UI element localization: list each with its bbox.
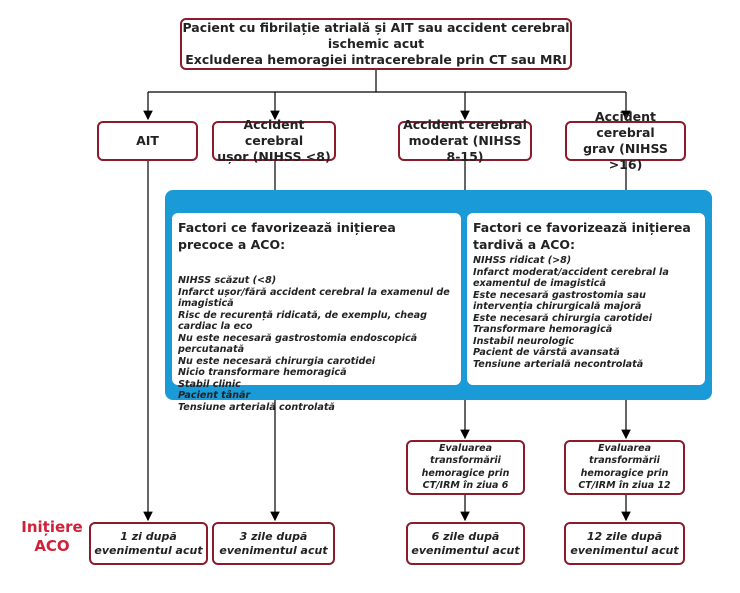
- factor-item: Nu este necesară chirurgia carotidei: [178, 355, 376, 367]
- outcome-line: evenimentul acut: [570, 543, 679, 557]
- factor-item: Risc de recurență ridicată, de exemplu, …: [178, 309, 427, 333]
- patient-box: Pacient cu fibrilație atrială și AIT sau…: [180, 18, 572, 70]
- outcome-line: 12 zile după: [586, 529, 663, 543]
- category-sublabel: ușor (NIHSS <8): [217, 149, 331, 164]
- factor-item: Nu este necesară gastrostomia endoscopic…: [178, 332, 418, 356]
- factor-item: Infarct ușor/fără accident cerebral la e…: [178, 286, 450, 310]
- factor-item: Nicio transformare hemoragică: [178, 367, 347, 378]
- late-factors-box: Factori ce favorizează inițierea tardivă…: [467, 213, 705, 385]
- category-label: Accident cerebral: [403, 117, 527, 132]
- factor-item: Infarct moderat/accident cerebral la exa…: [473, 266, 669, 290]
- factor-item: Transformare hemoragică: [473, 324, 613, 335]
- outcome-line: 1 zi după: [120, 529, 177, 543]
- category-sublabel: grav (NIHSS >16): [583, 141, 668, 172]
- factor-item: Este necesară chirurgia carotidei: [473, 312, 653, 324]
- outcome-line: 6 zile după: [431, 529, 500, 543]
- factor-item: Pacient tânăr: [178, 390, 251, 401]
- outcome-line: evenimentul acut: [94, 543, 203, 557]
- eval-line: Evaluarea transformării: [430, 442, 501, 467]
- patient-line1: Pacient cu fibrilație atrială și AIT sau…: [182, 20, 570, 51]
- factor-item: Stabil clinic: [178, 378, 241, 390]
- factor-item: Este necesară gastrostomia sau intervenț…: [473, 289, 646, 313]
- category-sublabel: moderat (NIHSS 8-15): [408, 133, 522, 164]
- category-ait: AIT: [97, 121, 198, 161]
- late-factors-list: NIHSS ridicat (>8)Infarct moderat/accide…: [473, 255, 699, 370]
- factor-item: Tensiune arterială necontrolată: [473, 358, 644, 370]
- eval-line: Evaluarea transformării: [589, 442, 660, 467]
- patient-line2: Excluderea hemoragiei intracerebrale pri…: [185, 52, 567, 67]
- eval-line: CT/IRM în ziua 6: [422, 480, 509, 491]
- factor-item: NIHSS ridicat (>8): [473, 255, 572, 266]
- category-label: AIT: [136, 133, 159, 148]
- outcome-line: 3 zile după: [239, 529, 308, 543]
- outcome-line: evenimentul acut: [411, 543, 520, 557]
- category-label: Accident cerebral: [243, 117, 305, 148]
- category-label: Accident cerebral: [594, 109, 657, 140]
- early-factors-box: Factori ce favorizează inițierea precoce…: [172, 213, 461, 413]
- factor-item: NIHSS scăzut (<8): [178, 275, 277, 286]
- outcome-line: evenimentul acut: [219, 543, 328, 557]
- factor-item: Tensiune arterială controlată: [178, 401, 335, 413]
- initiation-line2: ACO: [34, 537, 70, 555]
- early-factors-list: NIHSS scăzut (<8)Infarct ușor/fără accid…: [178, 275, 455, 413]
- late-factors-title: Factori ce favorizează inițierea tardivă…: [473, 220, 691, 252]
- early-factors-title: Factori ce favorizează inițierea precoce…: [178, 220, 396, 252]
- eval-line: hemoragice prin: [580, 467, 669, 479]
- factor-item: Instabil neurologic: [473, 335, 575, 347]
- initiation-line1: Inițiere: [21, 518, 83, 536]
- factor-item: Pacient de vârstă avansată: [473, 347, 620, 358]
- eval-line: CT/IRM în ziua 12: [578, 480, 671, 491]
- eval-line: hemoragice prin: [421, 467, 510, 479]
